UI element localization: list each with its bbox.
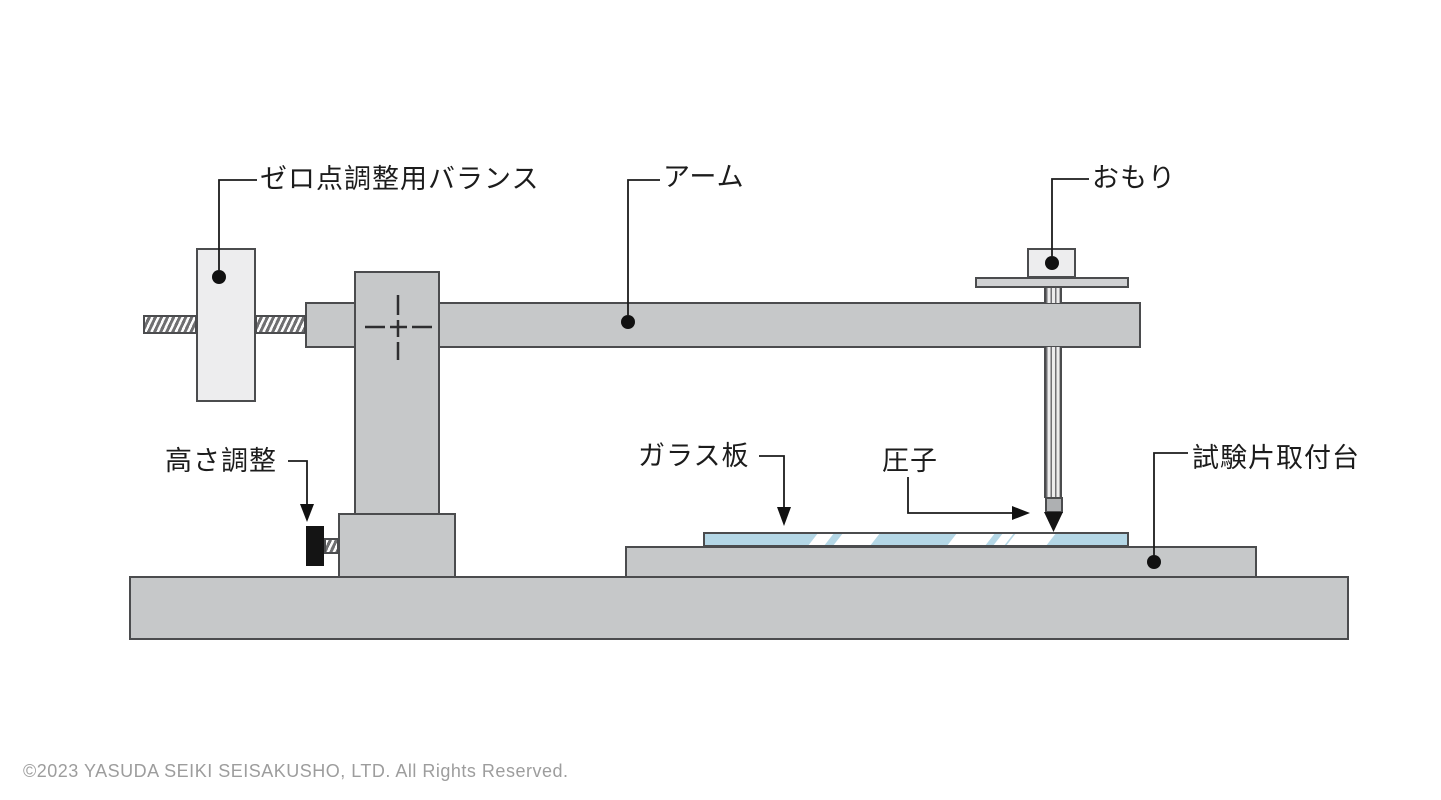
leader-indenter: [907, 477, 1013, 514]
copyright-text: ©2023 YASUDA SEIKI SEISAKUSHO, LTD. All …: [23, 761, 569, 781]
weight-block: [1027, 248, 1076, 278]
glass-highlight: [808, 534, 834, 545]
indenter-tip: [1044, 512, 1063, 532]
glass-highlight: [1006, 534, 1056, 545]
column-base-block: [338, 513, 456, 578]
glass-highlight: [947, 534, 995, 545]
height-adjust-knob: [306, 526, 324, 566]
leader-specimen-stage: [1153, 452, 1188, 555]
label-glass-plate: ガラス板: [638, 441, 750, 471]
indenter-cap: [1045, 497, 1063, 513]
balance-screw-rod-right: [255, 315, 306, 334]
weight-plate: [975, 277, 1129, 288]
leader-arm: [627, 179, 660, 315]
leader-weight: [1051, 178, 1089, 256]
label-weight: おもり: [1092, 163, 1176, 193]
leader-height-adjust: [288, 460, 308, 506]
zero-balance-weight: [196, 248, 256, 402]
pivot-column: [354, 271, 440, 515]
label-indenter: 圧子: [882, 446, 938, 476]
arrowhead-glass-plate: [777, 507, 791, 526]
specimen-stage: [625, 546, 1257, 578]
label-arm: アーム: [663, 162, 745, 192]
label-specimen-stage: 試験片取付台: [1192, 443, 1360, 473]
label-height-adjust: 高さ調整: [165, 446, 277, 476]
arm-bar: [305, 302, 1141, 348]
arrowhead-height-adjust: [300, 504, 314, 522]
label-zero-balance: ゼロ点調整用バランス: [260, 164, 540, 194]
glass-plate: [703, 532, 1129, 547]
leader-glass-plate: [759, 455, 785, 509]
height-adjust-thread: [324, 538, 339, 554]
glass-highlight: [833, 534, 880, 545]
hanger-shaft-upper: [1044, 287, 1062, 303]
hanger-shaft-lower: [1044, 347, 1062, 498]
arrowhead-indenter: [1012, 506, 1030, 520]
balance-screw-rod-left: [143, 315, 197, 334]
machine-base: [129, 576, 1349, 640]
